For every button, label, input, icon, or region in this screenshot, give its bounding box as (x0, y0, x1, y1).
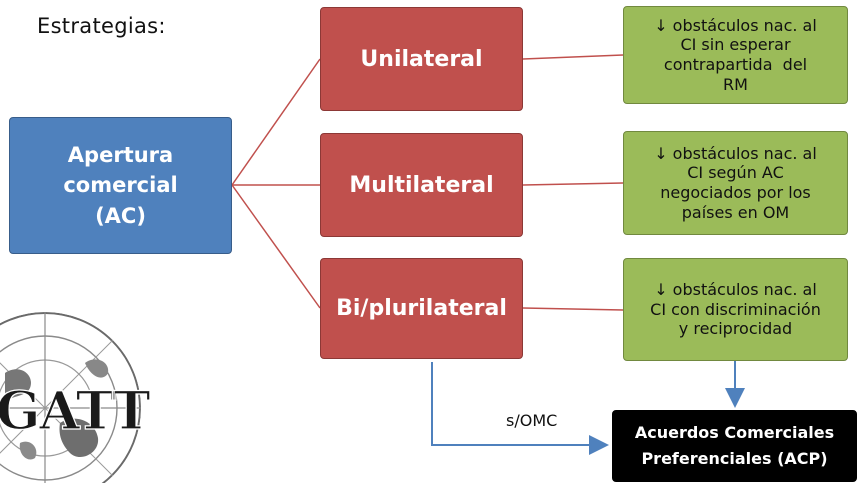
root-line-1: Apertura (67, 142, 174, 167)
detail-line: RM (723, 74, 748, 94)
acp-line-1: Acuerdos Comerciales (634, 423, 835, 443)
strategy-box-multilateral: Multilateral (320, 133, 523, 237)
detail-line: negociados por los (660, 183, 811, 202)
detail-line: contrapartida del (663, 55, 808, 74)
detail-line: y reciprocidad (678, 319, 793, 339)
strategy-box-unilateral: Unilateral (320, 7, 523, 111)
detail-line: ↓ obstáculos nac. al (654, 143, 817, 163)
detail-line: CI con discriminación (650, 299, 821, 319)
detail-box-biplurilateral: ↓ obstáculos nac. al CI con discriminaci… (623, 258, 848, 361)
detail-line: ↓ obstáculos nac. al (654, 280, 817, 300)
diagram-title: Estrategias: (37, 14, 166, 38)
detail-line: CI sin esperar (680, 35, 791, 55)
strategy-label: Multilateral (349, 172, 494, 198)
detail-box-unilateral: ↓ obstáculos nac. al CI sin esperar cont… (623, 6, 848, 104)
root-line-3: (AC) (95, 203, 146, 228)
root-box-apertura-comercial: Apertura comercial (AC) (9, 117, 232, 254)
gatt-globe-logo: GATT (0, 312, 150, 483)
connector-biplurilateral-detail (522, 307, 624, 311)
strategy-label: Unilateral (360, 46, 483, 72)
acp-box: Acuerdos Comerciales Preferenciales (ACP… (612, 410, 857, 482)
detail-line: CI según AC (687, 163, 784, 183)
detail-line: ↓ obstáculos nac. al (654, 15, 817, 35)
root-line-2: comercial (63, 173, 178, 198)
detail-line: países en OM (681, 202, 790, 222)
logo-lettering: GATT (0, 381, 150, 442)
connector-root-unilateral (231, 58, 321, 186)
acp-line-2: Preferenciales (ACP) (641, 449, 828, 468)
arrow-biplurilateral-to-acp (431, 362, 609, 455)
connector-multilateral-detail (522, 182, 624, 186)
strategy-box-biplurilateral: Bi/plurilateral (320, 258, 523, 359)
detail-box-multilateral: ↓ obstáculos nac. al CI según AC negocia… (623, 131, 848, 235)
arrow-label-somc: s/OMC (506, 411, 558, 430)
connector-unilateral-detail (522, 54, 624, 60)
connector-root-biplurilateral (231, 184, 321, 309)
strategy-label: Bi/plurilateral (336, 296, 507, 321)
